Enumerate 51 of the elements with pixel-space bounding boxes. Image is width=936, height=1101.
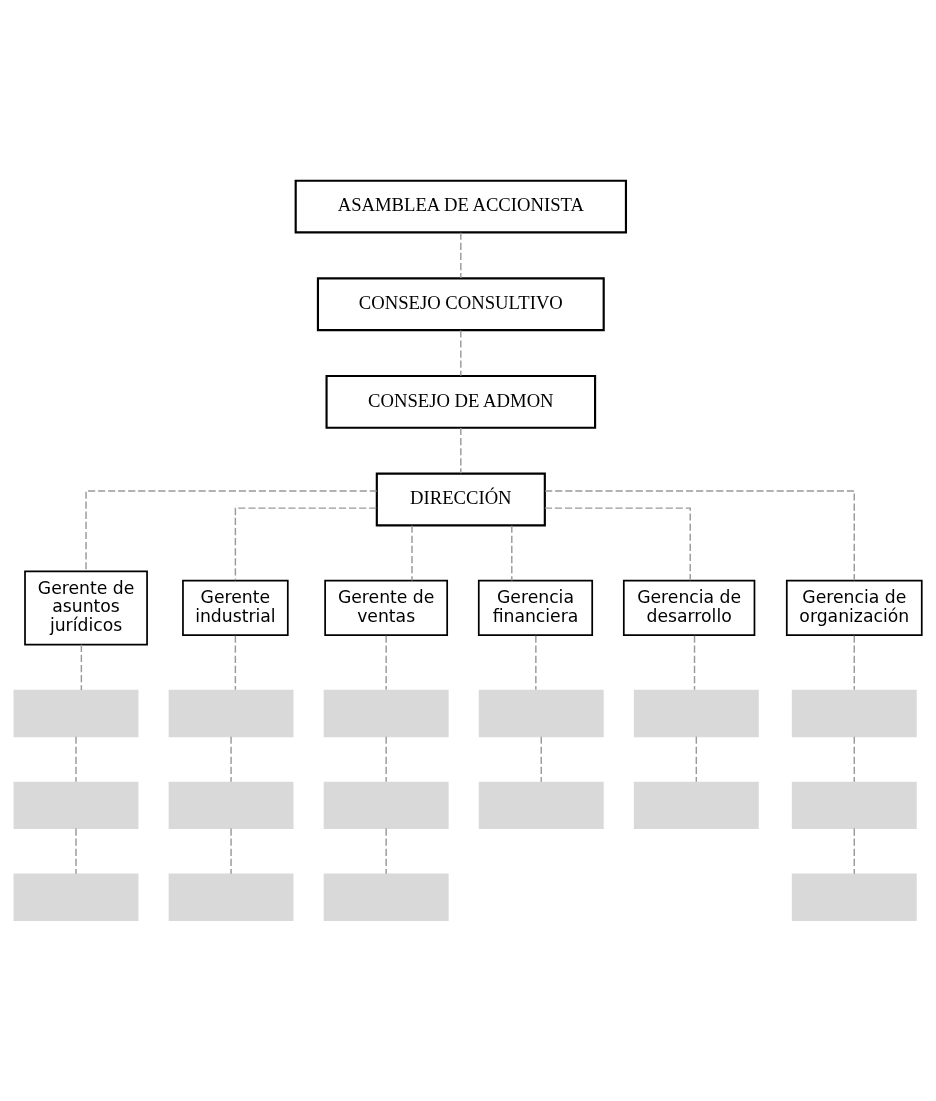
node-box	[478, 689, 604, 738]
node-box	[791, 873, 917, 921]
node-box: Gerencia de desarrollo	[622, 579, 756, 637]
node-box	[168, 781, 294, 830]
connector	[853, 735, 855, 783]
node-box: CONSEJO CONSULTIVO	[316, 277, 605, 332]
node-box	[633, 781, 759, 830]
node-box	[478, 781, 604, 830]
node-box: Gerente industrial	[182, 579, 289, 637]
node-box	[168, 873, 294, 921]
node-box	[13, 689, 139, 738]
connector	[234, 634, 237, 691]
node-box	[13, 781, 139, 830]
connector	[411, 525, 413, 582]
node-box	[791, 781, 917, 830]
connector	[385, 735, 387, 783]
connector	[230, 827, 232, 875]
connector	[80, 644, 83, 691]
node-box: Gerente de ventas	[324, 579, 449, 637]
node-box	[791, 689, 917, 738]
node-box	[13, 873, 139, 921]
node-box	[168, 689, 294, 738]
connector	[853, 634, 855, 691]
connector	[385, 827, 387, 875]
connector	[853, 827, 855, 875]
connector	[544, 507, 691, 581]
node-box: Gerente de asuntos jurídicos	[24, 570, 148, 646]
node-box: ASAMBLEA DE ACCIONISTA	[294, 179, 628, 234]
node-box	[323, 873, 449, 921]
connector	[535, 634, 537, 691]
node-box	[633, 689, 759, 738]
connector	[544, 490, 855, 581]
connector	[75, 827, 77, 875]
connector	[460, 329, 462, 377]
connector	[511, 525, 513, 582]
connector	[75, 735, 77, 783]
connector	[85, 490, 378, 572]
node-box: CONSEJO DE ADMON	[325, 374, 597, 429]
connector	[230, 735, 232, 783]
connector	[540, 735, 542, 783]
connector	[385, 634, 387, 691]
connector	[695, 735, 698, 783]
connector	[460, 232, 462, 279]
node-box	[323, 689, 449, 738]
connector	[460, 427, 462, 474]
node-box: DIRECCIÓN	[375, 472, 546, 527]
connector	[234, 507, 377, 581]
node-box	[323, 781, 449, 830]
node-box: Gerencia financiera	[477, 579, 594, 637]
node-box: Gerencia de organización	[785, 579, 923, 637]
connector	[693, 634, 696, 691]
